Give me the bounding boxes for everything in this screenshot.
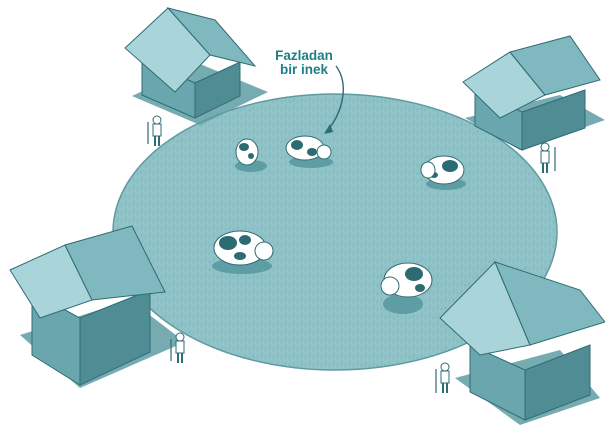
farmer-top-left	[148, 116, 161, 146]
farmer-bottom-right	[436, 363, 449, 393]
extra-cow-label-line2: bir inek	[262, 63, 346, 77]
extra-cow-label: Fazladan bir inek	[262, 49, 346, 77]
extra-cow-label-line1: Fazladan	[262, 49, 346, 63]
farmer-top-right	[541, 143, 555, 173]
